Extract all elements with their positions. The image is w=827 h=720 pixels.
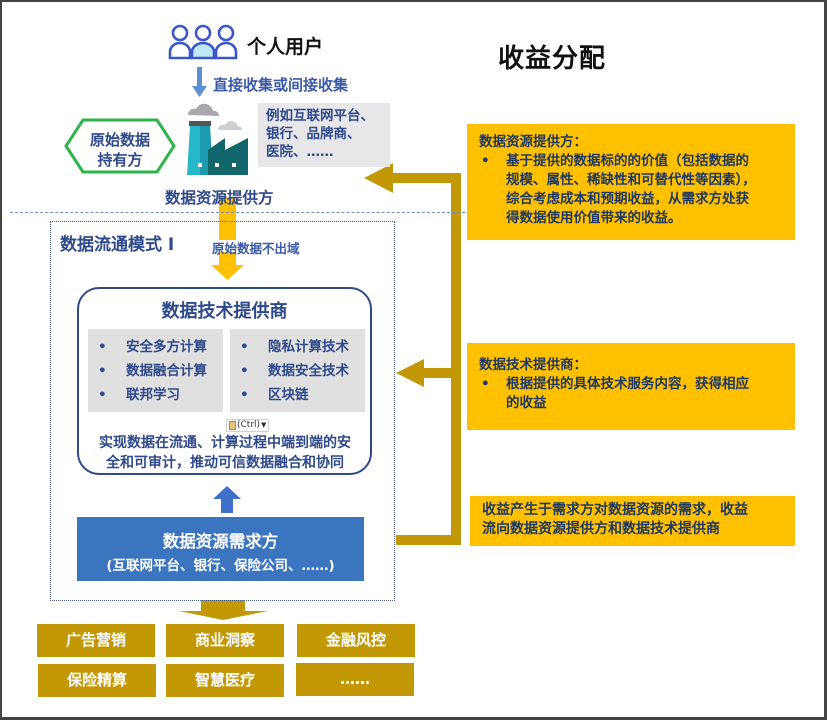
revenue-text-line: 得数据使用价值带来的收益。 <box>506 210 682 226</box>
tech-item-label: 隐私计算技术 <box>268 339 349 355</box>
tech-item: • 数据融合计算 <box>94 359 217 383</box>
tech-provider-box <box>77 287 372 475</box>
revenue-flow-line: 流向数据资源提供方和数据技术提供商 <box>482 521 720 537</box>
tech-item: • 数据安全技术 <box>236 359 359 383</box>
clipboard-icon <box>229 421 236 430</box>
revenue-flow-line: 收益产生于需求方对数据资源的需求，收益 <box>482 502 748 518</box>
tech-item: • 联邦学习 <box>94 383 217 407</box>
tech-list-right: • 隐私计算技术 • 数据安全技术 • 区块链 <box>230 329 365 412</box>
bullet: • <box>481 376 490 392</box>
revenue-bullet: • 根据提供的具体技术服务内容，获得相应 的收益 <box>479 375 783 413</box>
tech-item-label: 区块链 <box>268 387 309 403</box>
raw-data-holder-label: 原始数据 持有方 <box>80 130 160 170</box>
paste-options-button[interactable]: (Ctrl) ▼ <box>226 419 270 432</box>
tech-item: • 隐私计算技术 <box>236 335 359 359</box>
demand-subtitle: (互联网平台、银行、保险公司、……) <box>106 558 335 574</box>
demand-up-arrow-icon <box>213 486 241 513</box>
collect-arrow-icon <box>192 67 207 97</box>
data-demand-box: 数据资源需求方 (互联网平台、银行、保险公司、……) <box>77 517 364 581</box>
chevron-down-icon: ▼ <box>261 421 267 429</box>
revenue-bullet: • 基于提供的数据标的的价值（包括数据的 规模、属性、稀缺性和可替代性等因素），… <box>479 152 783 228</box>
raw-data-arrow-icon <box>211 197 244 280</box>
application-box: 保险精算 <box>38 664 156 697</box>
application-box: 商业洞察 <box>166 624 284 657</box>
provider-examples-box: 例如互联网平台、 银行、品牌商、 医院、…… <box>258 103 390 167</box>
revenue-text-line: 根据提供的具体技术服务内容，获得相应 <box>506 376 749 392</box>
revenue-heading: 数据技术提供商： <box>479 357 587 373</box>
applications-arrow-icon <box>179 600 268 620</box>
bullet: • <box>98 387 107 403</box>
revenue-text-line: 规模、属性、稀缺性和可替代性等因素）， <box>506 172 756 188</box>
users-icon <box>168 24 238 60</box>
raw-data-holder-hexagon <box>64 118 176 174</box>
tech-provider-description: 实现数据在流通、计算过程中端到端的安 全和可审计，推动可信数据融合和协同 <box>85 433 365 473</box>
application-box: 智慧医疗 <box>166 664 284 697</box>
hex-label-line: 持有方 <box>97 151 143 169</box>
collect-label: 直接收集或间接收集 <box>213 76 349 94</box>
bullet: • <box>98 339 107 355</box>
tech-item-label: 安全多方计算 <box>126 339 207 355</box>
tech-revenue-box: 数据技术提供商： • 根据提供的具体技术服务内容，获得相应 的收益 <box>467 343 795 430</box>
factory-icon <box>187 103 248 175</box>
provider-revenue-box: 数据资源提供方： • 基于提供的数据标的的价值（包括数据的 规模、属性、稀缺性和… <box>467 124 795 240</box>
domain-divider <box>10 212 465 213</box>
raw-data-not-out-label: 原始数据不出域 <box>212 241 300 256</box>
revenue-text-line: 基于提供的数据标的的价值（包括数据的 <box>506 153 749 169</box>
demand-title: 数据资源需求方 <box>162 532 279 551</box>
tech-provider-title: 数据技术提供商 <box>161 301 288 322</box>
circulation-mode-box <box>50 221 395 601</box>
revenue-heading: 数据资源提供方： <box>479 134 587 150</box>
hex-label-line: 原始数据 <box>89 131 150 149</box>
revenue-flow-arrows <box>364 163 461 545</box>
bullet: • <box>240 363 249 379</box>
individual-user-label: 个人用户 <box>247 36 324 58</box>
bullet: • <box>98 363 107 379</box>
example-line: 例如互联网平台、 <box>266 108 374 124</box>
tech-item-label: 联邦学习 <box>126 387 180 403</box>
paste-tag-label: (Ctrl) <box>237 420 261 430</box>
bullet: • <box>481 153 490 169</box>
tech-item-label: 数据融合计算 <box>126 363 207 379</box>
bullet: • <box>240 339 249 355</box>
tech-list-left: • 安全多方计算 • 数据融合计算 • 联邦学习 <box>88 329 223 412</box>
revenue-flow-box: 收益产生于需求方对数据资源的需求，收益 流向数据资源提供方和数据技术提供商 <box>470 496 795 546</box>
data-provider-label: 数据资源提供方 <box>165 189 274 207</box>
application-box: 广告营销 <box>37 624 155 657</box>
example-line: 医院、…… <box>266 144 334 160</box>
tech-item: • 区块链 <box>236 383 359 407</box>
tech-item: • 安全多方计算 <box>94 335 217 359</box>
application-box: 金融风控 <box>297 624 415 657</box>
description-line: 实现数据在流通、计算过程中端到端的安 <box>99 435 351 451</box>
page-title: 收益分配 <box>498 44 607 74</box>
tech-item-label: 数据安全技术 <box>268 363 349 379</box>
application-box: …… <box>296 663 414 696</box>
bullet: • <box>240 387 249 403</box>
revenue-text-line: 综合考虑成本和预期收益，从需求方处获 <box>506 191 749 207</box>
description-line: 全和可审计，推动可信数据融合和协同 <box>106 455 344 471</box>
example-line: 银行、品牌商、 <box>266 126 361 142</box>
revenue-text-line: 的收益 <box>506 395 547 411</box>
circulation-mode-title: 数据流通模式 I <box>60 235 175 255</box>
